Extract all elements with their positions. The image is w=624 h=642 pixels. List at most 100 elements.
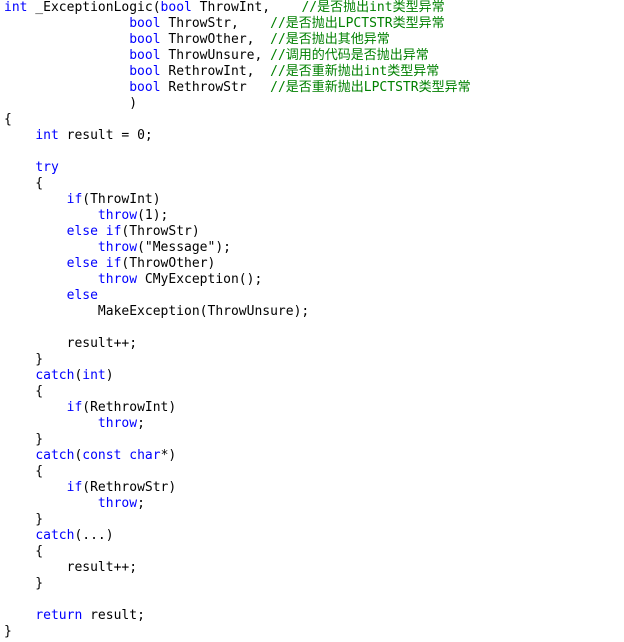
- code-editor[interactable]: int _ExceptionLogic(bool ThrowInt, //是否抛…: [4, 0, 620, 642]
- code-line: }: [4, 432, 620, 448]
- code-keyword: int: [35, 128, 59, 143]
- code-text: (RethrowStr): [82, 480, 177, 495]
- code-text: (ThrowInt): [82, 192, 161, 207]
- code-keyword: if: [66, 480, 83, 495]
- code-keyword: catch: [35, 448, 75, 463]
- code-text: {: [4, 112, 12, 127]
- code-text: [4, 272, 98, 287]
- code-text: [4, 160, 35, 175]
- code-keyword: bool: [129, 16, 161, 31]
- code-comment: //是否抛出int类型异常: [301, 0, 445, 15]
- code-text: [4, 48, 129, 63]
- code-text: result = 0;: [58, 128, 153, 143]
- code-text: ;: [137, 416, 145, 431]
- code-comment: //是否重新抛出int类型异常: [270, 64, 440, 79]
- code-keyword: catch: [35, 368, 75, 383]
- code-keyword: int: [4, 0, 28, 15]
- code-text: }: [4, 512, 44, 527]
- code-text: [4, 480, 67, 495]
- code-keyword: else if: [66, 224, 122, 239]
- code-text: ThrowUnsure,: [160, 48, 271, 63]
- code-text: (1);: [137, 208, 169, 223]
- code-keyword: if: [66, 400, 83, 415]
- code-text: ): [105, 368, 114, 383]
- code-line: {: [4, 384, 620, 400]
- code-text: (RethrowInt): [82, 400, 177, 415]
- code-text: {: [4, 176, 44, 191]
- code-line: try: [4, 160, 620, 176]
- code-text: [4, 416, 98, 431]
- code-line: }: [4, 624, 620, 640]
- code-line: {: [4, 112, 620, 128]
- code-text: [4, 192, 67, 207]
- code-line: throw;: [4, 416, 620, 432]
- code-keyword: bool: [160, 0, 192, 15]
- code-text: (: [74, 368, 83, 383]
- code-text: _ExceptionLogic(: [27, 0, 161, 15]
- code-comment: //调用的代码是否抛出异常: [270, 48, 429, 63]
- code-line: bool ThrowStr, //是否抛出LPCTSTR类型异常: [4, 16, 620, 32]
- code-text: [4, 80, 129, 95]
- code-line: if(RethrowStr): [4, 480, 620, 496]
- code-keyword: bool: [129, 80, 161, 95]
- code-text: {: [4, 384, 44, 399]
- code-line: {: [4, 464, 620, 480]
- code-keyword: return: [35, 608, 83, 623]
- code-line: {: [4, 176, 620, 192]
- code-text: }: [4, 624, 12, 639]
- code-text: ThrowInt,: [191, 0, 302, 15]
- code-text: [4, 448, 35, 463]
- code-text: [4, 240, 98, 255]
- code-text: [4, 64, 129, 79]
- code-text: result++;: [4, 560, 138, 575]
- code-text: {: [4, 544, 44, 559]
- code-text: (...): [74, 528, 114, 543]
- code-text: [4, 368, 35, 383]
- code-text: }: [4, 432, 44, 447]
- code-text: result;: [82, 608, 145, 623]
- code-line: result++;: [4, 336, 620, 352]
- code-line: else if(ThrowStr): [4, 224, 620, 240]
- code-keyword: int: [82, 368, 106, 383]
- code-text: ThrowStr,: [160, 16, 271, 31]
- code-line: [4, 592, 620, 608]
- code-keyword: bool: [129, 32, 161, 47]
- code-line: [4, 144, 620, 160]
- code-text: [4, 608, 35, 623]
- code-keyword: bool: [129, 48, 161, 63]
- code-line: catch(...): [4, 528, 620, 544]
- code-text: (ThrowStr): [121, 224, 200, 239]
- code-line: bool RethrowInt, //是否重新抛出int类型异常: [4, 64, 620, 80]
- code-line: throw("Message");: [4, 240, 620, 256]
- code-keyword: if: [66, 192, 83, 207]
- code-text: [4, 288, 67, 303]
- code-text: *): [160, 448, 177, 463]
- code-line: bool ThrowUnsure, //调用的代码是否抛出异常: [4, 48, 620, 64]
- code-text: MakeException(ThrowUnsure);: [4, 304, 310, 319]
- code-line: else if(ThrowOther): [4, 256, 620, 272]
- code-line: catch(const char*): [4, 448, 620, 464]
- code-text: ;: [137, 496, 145, 511]
- code-text: RethrowInt,: [160, 64, 271, 79]
- code-text: [4, 224, 67, 239]
- code-comment: //是否抛出LPCTSTR类型异常: [270, 16, 445, 31]
- code-line: return result;: [4, 608, 620, 624]
- code-text: (ThrowOther): [121, 256, 216, 271]
- code-text: [4, 496, 98, 511]
- code-text: [4, 128, 35, 143]
- code-keyword: const char: [82, 448, 161, 463]
- code-text: (: [74, 448, 83, 463]
- code-line: result++;: [4, 560, 620, 576]
- code-line: {: [4, 544, 620, 560]
- code-text: [4, 16, 129, 31]
- code-line: int _ExceptionLogic(bool ThrowInt, //是否抛…: [4, 0, 620, 16]
- code-keyword: throw: [97, 208, 138, 223]
- code-text: }: [4, 576, 44, 591]
- code-line: ): [4, 96, 620, 112]
- code-line: bool ThrowOther, //是否抛出其他异常: [4, 32, 620, 48]
- code-text: [4, 208, 98, 223]
- code-line: }: [4, 352, 620, 368]
- code-line: int result = 0;: [4, 128, 620, 144]
- code-text: CMyException();: [137, 272, 263, 287]
- code-text: [4, 400, 67, 415]
